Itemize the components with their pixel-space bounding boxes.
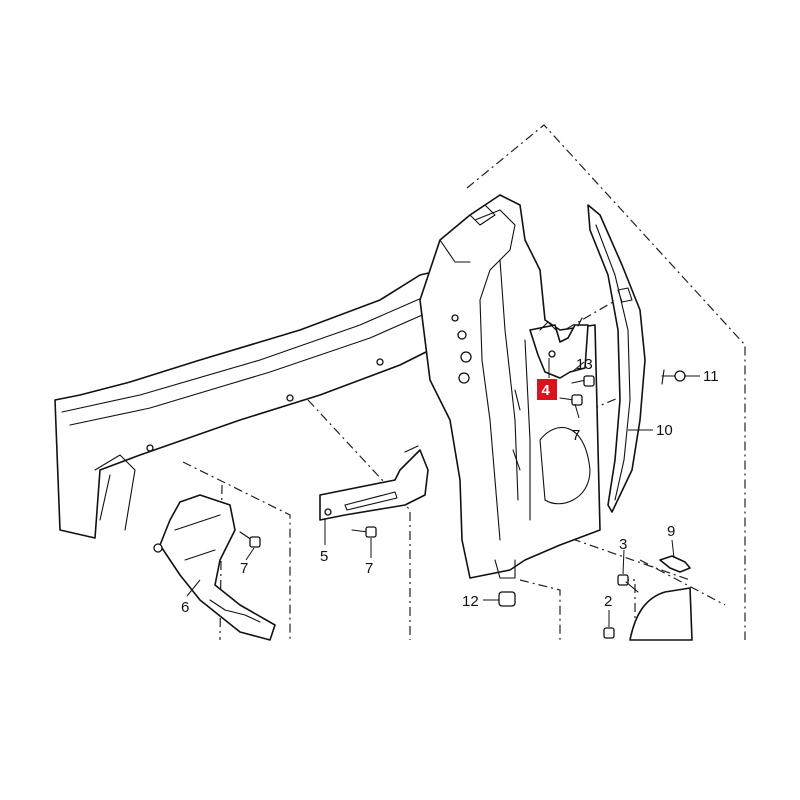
svg-text:4: 4 <box>542 382 551 399</box>
bolt-7-upper <box>559 394 583 406</box>
part-3-bolt <box>617 574 639 593</box>
callout-2: 2 <box>604 593 612 610</box>
side-pillar-structure <box>419 194 601 579</box>
bolt-7-middle <box>351 526 377 538</box>
part-2-bolt <box>603 627 615 639</box>
part-4-bracket <box>529 317 589 379</box>
part-10-trim-strip <box>587 204 646 513</box>
bolt-13 <box>571 375 595 387</box>
callout-6: 6 <box>181 599 189 616</box>
callout-7-middle: 7 <box>365 560 373 577</box>
callout-7-upper: 7 <box>572 427 580 444</box>
callout-9: 9 <box>667 523 675 540</box>
callout-3: 3 <box>619 536 627 553</box>
lower-corner-cover <box>629 587 693 641</box>
callout-10: 10 <box>656 422 673 439</box>
callout-11: 11 <box>703 368 719 385</box>
part-12-nut <box>489 591 516 607</box>
callout-5: 5 <box>320 548 328 565</box>
callout-12: 12 <box>462 593 479 610</box>
callout-7-lower: 7 <box>240 560 248 577</box>
callout-13: 13 <box>576 356 593 373</box>
part-9-clip <box>659 555 691 573</box>
part-6-lower-bracket <box>153 494 276 641</box>
leader-lines <box>186 358 700 627</box>
bolt-7-lower <box>239 531 261 548</box>
callout-4: 4 <box>537 379 557 400</box>
part-5-slotted-bracket <box>319 445 429 521</box>
part-11-clip <box>661 369 686 385</box>
